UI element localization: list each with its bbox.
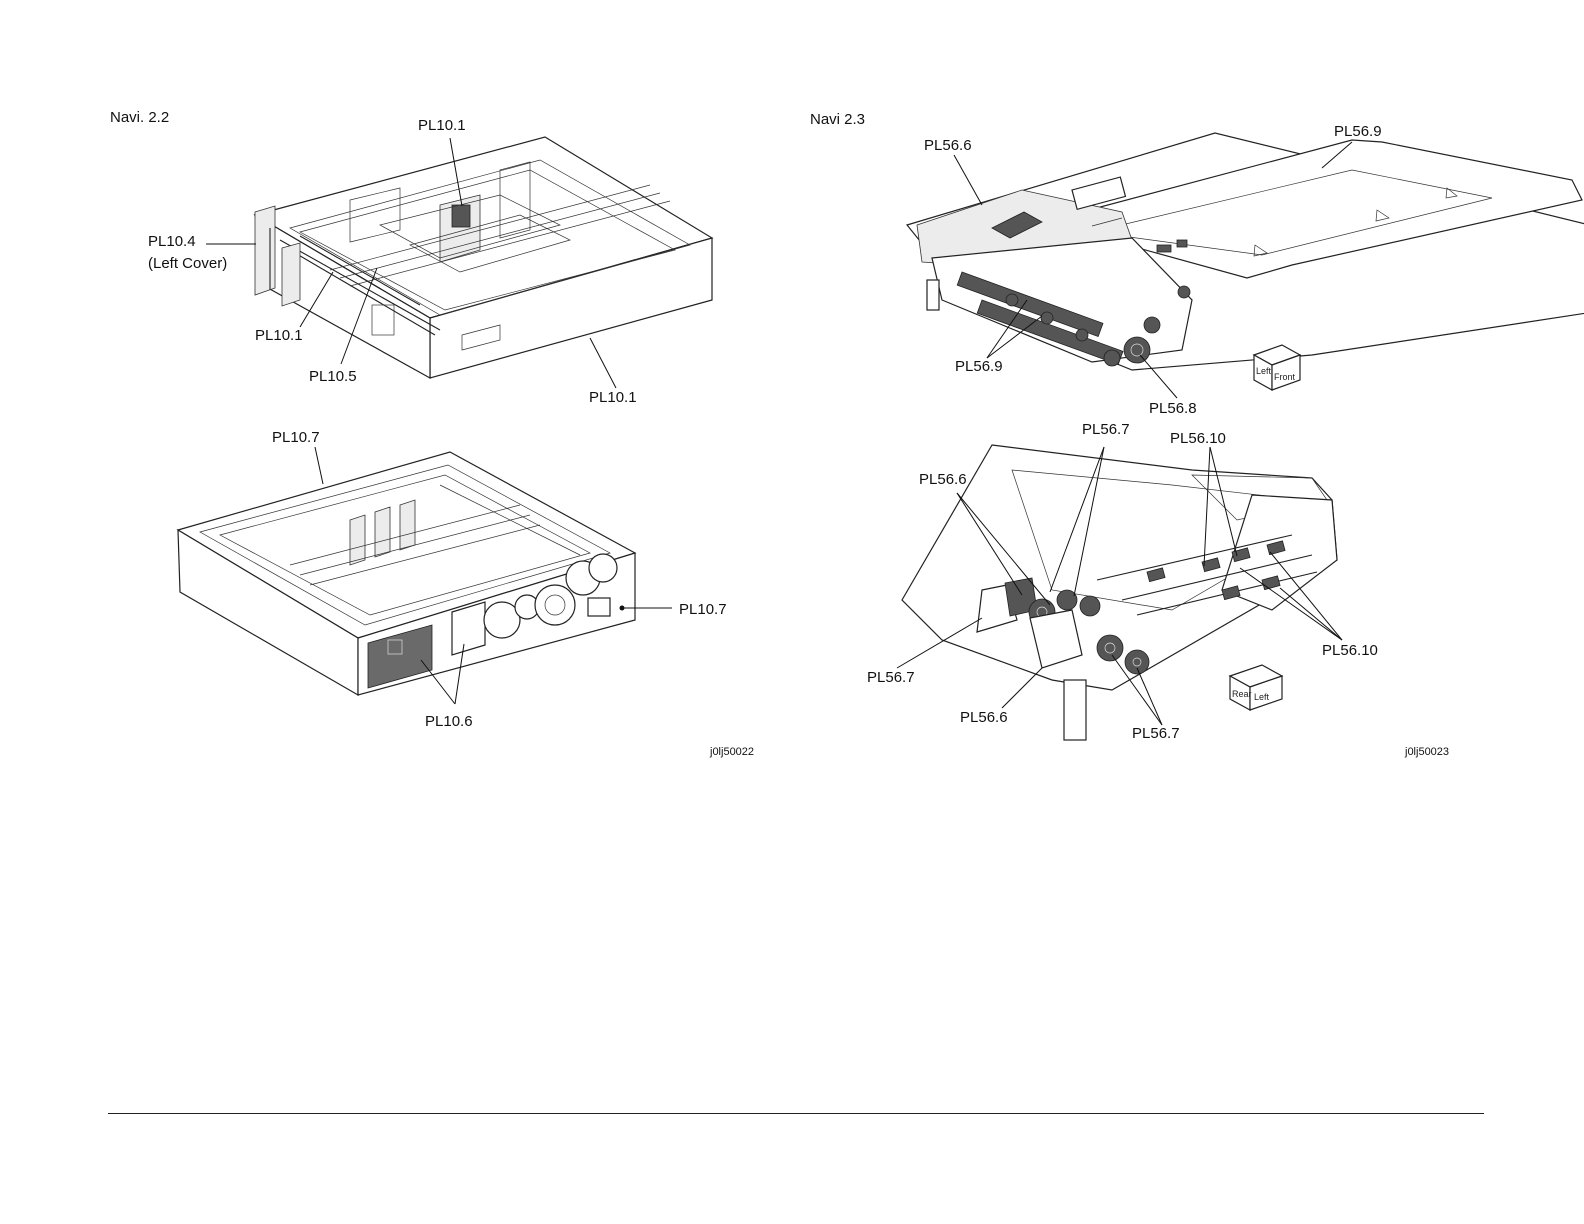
label-pl10-7-right: PL10.7 (679, 601, 727, 619)
cube-top-side: Left (1256, 366, 1272, 376)
label-pl10-7-top: PL10.7 (272, 429, 320, 447)
label-pl56-10-right: PL56.10 (1322, 642, 1378, 660)
cube-bottom-side: Rear (1232, 689, 1252, 699)
label-pl10-1-front: PL10.1 (589, 389, 637, 407)
feeder-base-module (178, 452, 635, 695)
cube-bottom-face: Left (1254, 692, 1270, 702)
paper-tray-module (255, 137, 712, 378)
label-pl10-4: PL10.4 (148, 233, 196, 251)
label-pl56-6-left: PL56.6 (919, 471, 967, 489)
figure-id-right: j0lj50023 (1405, 743, 1449, 761)
label-pl56-7-top: PL56.7 (1082, 421, 1130, 439)
navi-label-left: Navi. 2.2 (110, 109, 169, 127)
label-pl56-9-top: PL56.9 (1334, 123, 1382, 141)
label-left-cover: (Left Cover) (148, 255, 227, 273)
label-pl56-10-top: PL56.10 (1170, 430, 1226, 448)
orientation-cube-bottom: Rear Left (1230, 665, 1282, 710)
label-pl10-1-top: PL10.1 (418, 117, 466, 135)
label-pl56-7-left: PL56.7 (867, 669, 915, 687)
label-pl56-7-gears: PL56.7 (1132, 725, 1180, 743)
label-pl56-6-top: PL56.6 (924, 137, 972, 155)
footer-rule (108, 1113, 1484, 1114)
right-diagram-panel: Left Front (792, 0, 1584, 790)
cube-top-face: Front (1274, 372, 1296, 382)
navi-label-right: Navi 2.3 (810, 111, 865, 129)
label-pl56-9-rollers: PL56.9 (955, 358, 1003, 376)
label-pl56-6-motor: PL56.6 (960, 709, 1008, 727)
left-diagram-panel: Navi. 2.2 PL10.1 PL10.4 (Left Cover) PL1… (0, 0, 792, 790)
document-feeder-top (907, 133, 1584, 370)
label-pl10-6: PL10.6 (425, 713, 473, 731)
figure-id-left: j0lj50022 (710, 743, 754, 761)
label-pl10-5: PL10.5 (309, 368, 357, 386)
label-pl56-8: PL56.8 (1149, 400, 1197, 418)
label-pl10-1-inner: PL10.1 (255, 327, 303, 345)
